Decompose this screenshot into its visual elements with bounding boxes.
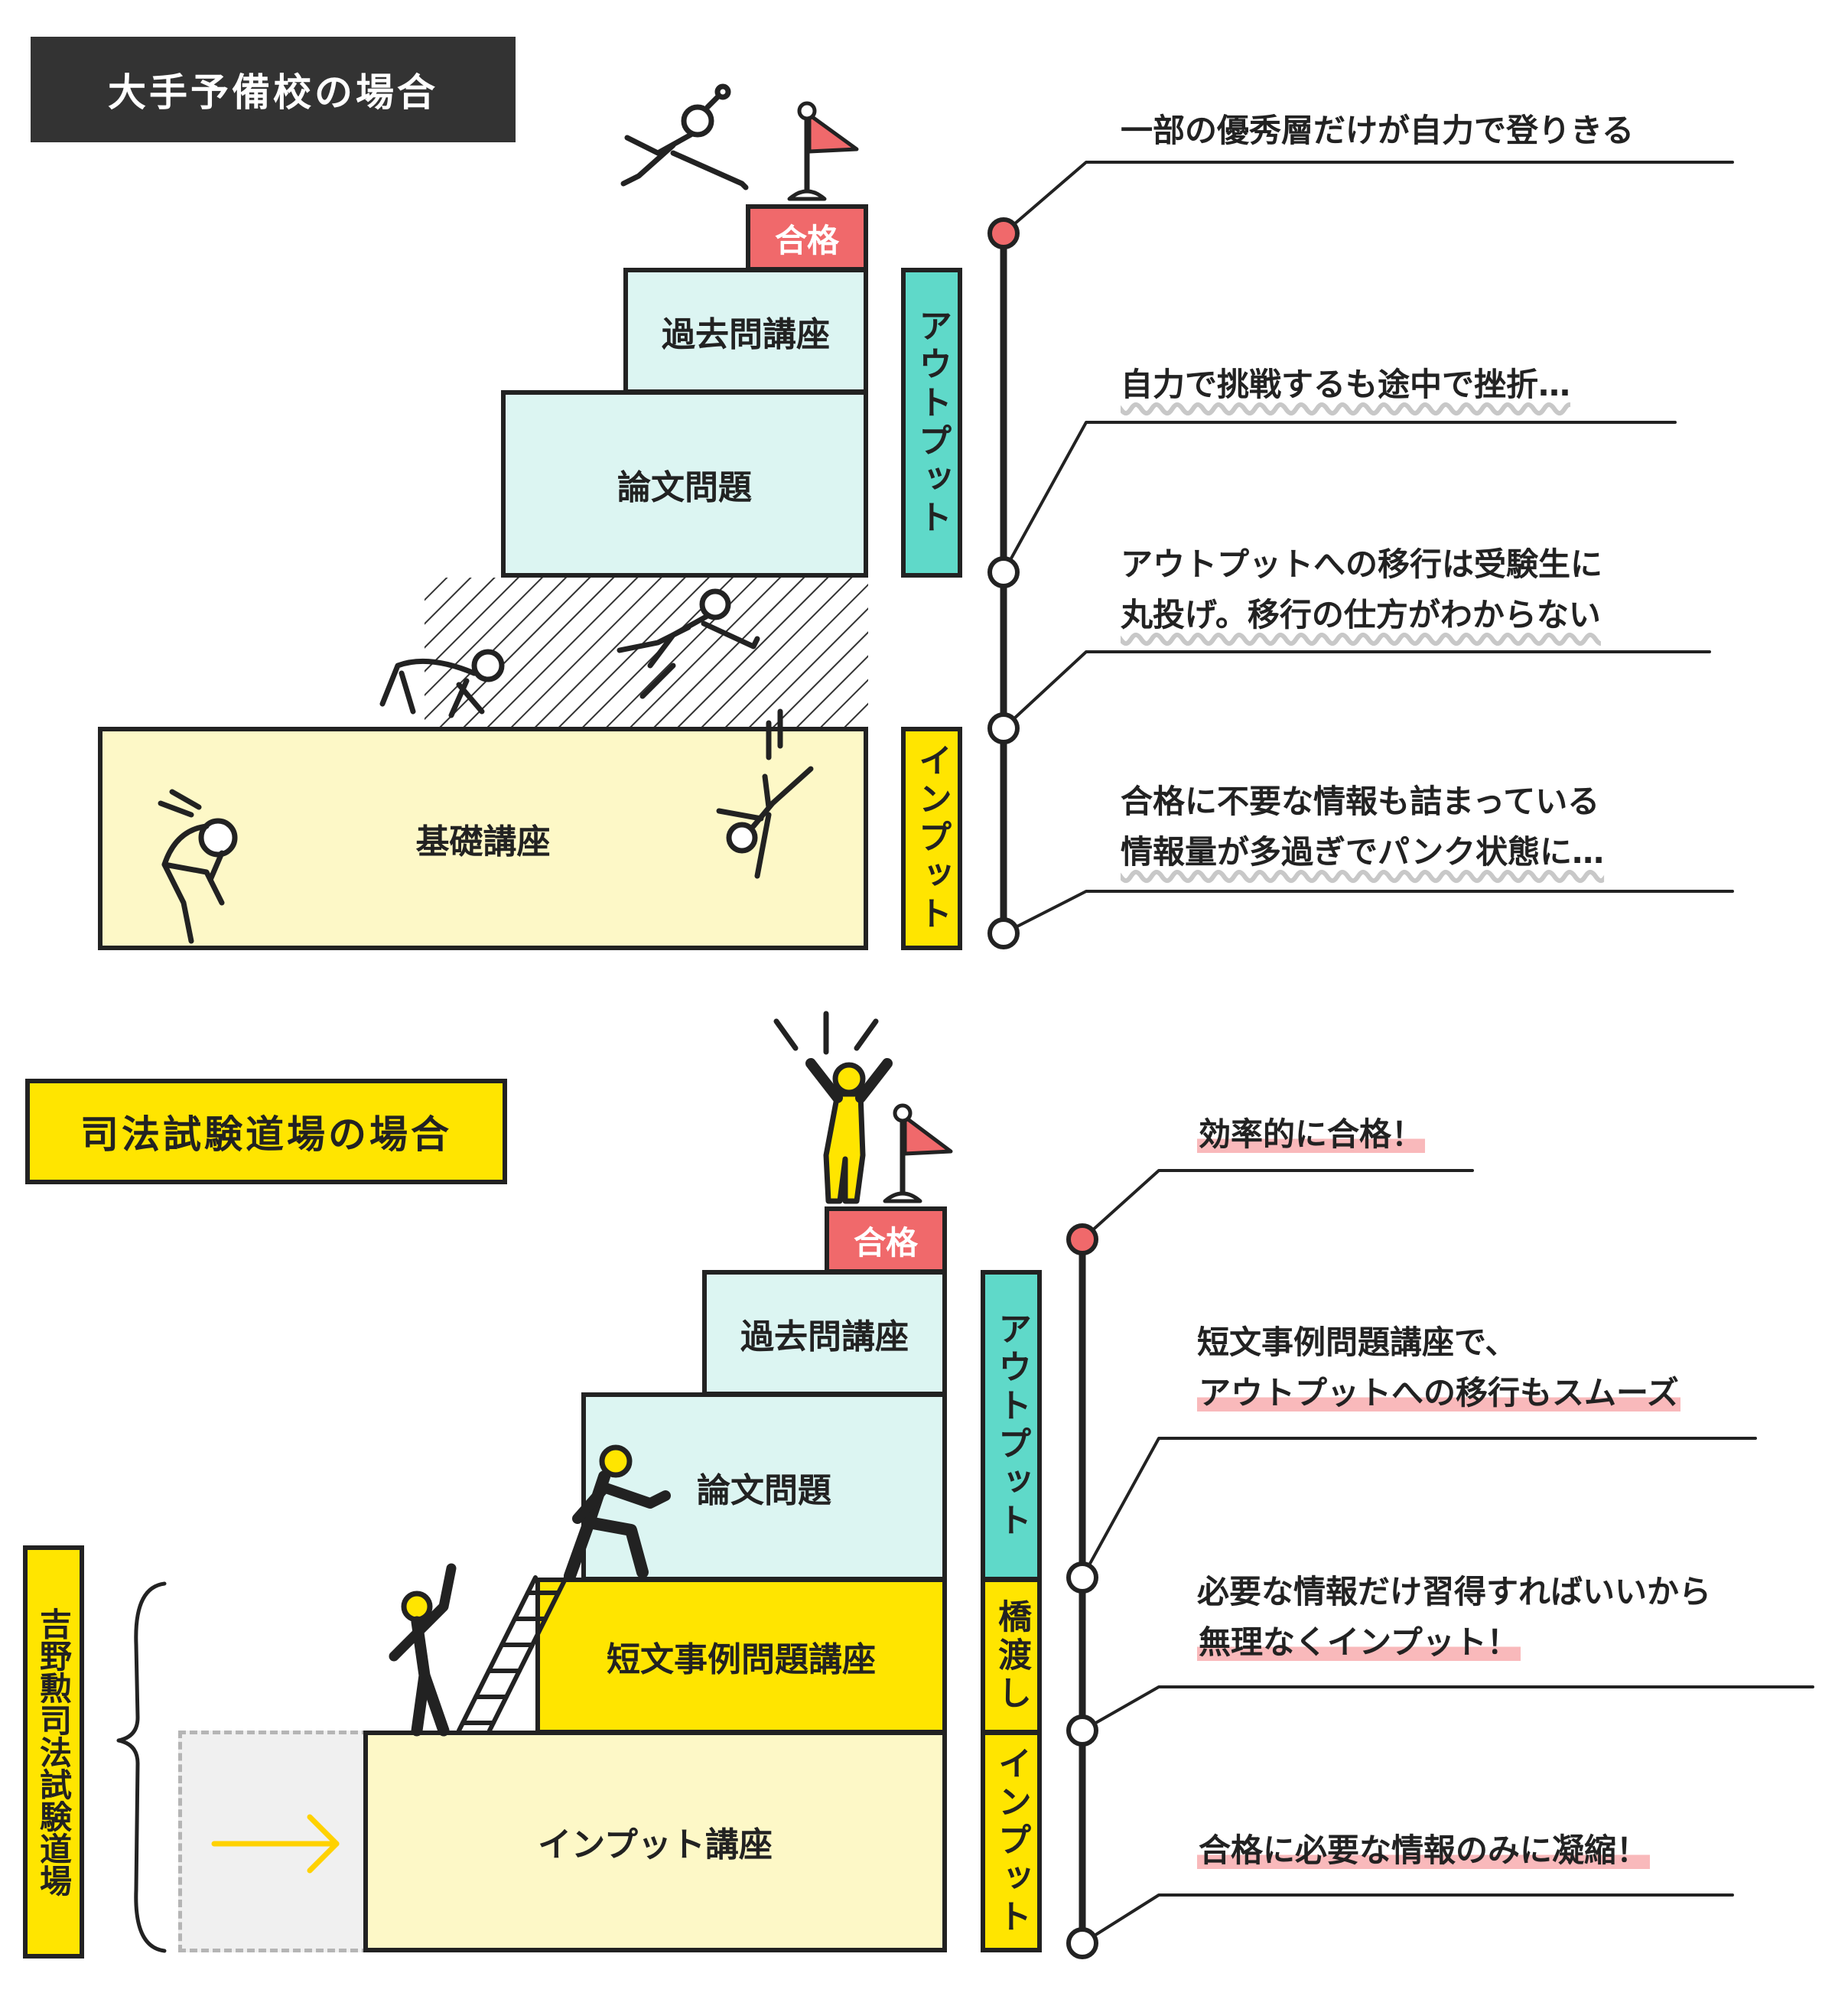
bottom-step-input: インプット講座	[363, 1731, 947, 1952]
top-annotation-3: アウトプットへの移行は受験生に 丸投げ。移行の仕方がわからない	[1121, 539, 1602, 640]
top-annotation-2: 自力で挑戦するも途中で挫折…	[1121, 360, 1570, 410]
top-node-4	[987, 917, 1020, 949]
bottom-annotation-1-text: 効率的に合格！	[1197, 1115, 1426, 1153]
bottom-phase-input-label: インプット	[992, 1746, 1031, 1937]
bottom-annotation-2-line2: アウトプットへの移行もスムーズ	[1197, 1374, 1680, 1412]
bottom-step-past-exams: 過去問講座	[702, 1270, 947, 1396]
top-pass-block: 合格	[746, 204, 868, 272]
top-annotation-4: 合格に不要な情報も詰まっている 情報量が多過ぎでパンク状態に…	[1121, 777, 1604, 878]
bottom-annotation-4: 合格に必要な情報のみに凝縮！	[1197, 1825, 1651, 1876]
bottom-step-essay-label: 論文問題	[697, 1470, 831, 1510]
bottom-annotation-2: 短文事例問題講座で、 アウトプットへの移行もスムーズ	[1197, 1317, 1680, 1418]
bottom-step-bridge: 短文事例問題講座	[535, 1578, 947, 1734]
top-phase-output: アウトプット	[901, 268, 962, 578]
section-title-bottom: 司法試験道場の場合	[25, 1079, 507, 1184]
top-annotation-2-text: 自力で挑戦するも途中で挫折…	[1121, 366, 1571, 403]
bottom-connector-2	[1081, 1437, 1757, 1579]
bottom-removed-area	[178, 1731, 369, 1952]
bottom-node-3	[1066, 1714, 1098, 1747]
top-annotation-1-text: 一部の優秀層だけが自力で登りきる	[1121, 112, 1635, 149]
bottom-connector-4	[1081, 1893, 1734, 1945]
top-node-2	[987, 556, 1020, 588]
bottom-flag-icon	[883, 1103, 953, 1203]
top-connector-3	[1002, 650, 1711, 730]
section-title-top-text: 大手予備校の場合	[108, 70, 438, 115]
top-phase-input: インプット	[901, 727, 962, 950]
bottom-phase-output-label: アウトプット	[992, 1311, 1031, 1541]
bottom-annotation-1: 効率的に合格！	[1197, 1109, 1426, 1160]
top-annotation-4-line2: 情報量が多過ぎでパンク状態に…	[1121, 833, 1605, 871]
top-pass-label: 合格	[774, 221, 839, 259]
top-connector-4	[1002, 890, 1734, 935]
top-node-pass	[987, 217, 1020, 249]
top-step-essay-label: 論文問題	[617, 467, 752, 507]
top-annotation-1: 一部の優秀層だけが自力で登りきる	[1121, 106, 1634, 156]
bottom-node-pass	[1066, 1223, 1098, 1255]
top-node-3	[987, 712, 1020, 744]
top-jumping-figure-icon	[620, 83, 749, 190]
top-annotation-3-line2: 丸投げ。移行の仕方がわからない	[1121, 596, 1601, 633]
bottom-annotation-2-line1: 短文事例問題講座で、	[1197, 1324, 1518, 1361]
bottom-phase-bridge-label: 橋渡し	[992, 1598, 1031, 1714]
top-step-past-exams-label: 過去問講座	[662, 314, 830, 354]
bottom-phase-bridge: 橋渡し	[981, 1578, 1042, 1734]
top-annotation-3-line1: アウトプットへの移行は受験生に	[1121, 545, 1603, 583]
bottom-connector-1	[1081, 1169, 1474, 1241]
top-step-past-exams: 過去問講座	[623, 268, 868, 394]
bottom-side-label-text: 吉野勲司法試験道場	[34, 1607, 73, 1897]
bottom-phase-output: アウトプット	[981, 1270, 1042, 1581]
top-crawling-figure-icon	[379, 649, 505, 718]
section-title-bottom-text: 司法試験道場の場合	[80, 1112, 452, 1157]
bottom-annotation-3-line2: 無理なくインプット！	[1197, 1623, 1521, 1661]
bottom-cheering-figure-icon	[773, 1011, 893, 1204]
bottom-step-essay: 論文問題	[581, 1392, 947, 1581]
top-phase-output-label: アウトプット	[913, 308, 952, 538]
bottom-step-past-exams-label: 過去問講座	[740, 1317, 909, 1356]
bottom-brace-icon	[116, 1581, 167, 1953]
top-step-basic: 基礎講座	[98, 727, 868, 950]
bottom-pass-block: 合格	[825, 1206, 947, 1274]
bottom-side-label: 吉野勲司法試験道場	[23, 1545, 84, 1959]
bottom-annotation-4-text: 合格に必要な情報のみに凝縮！	[1197, 1832, 1651, 1869]
bottom-connector-3	[1081, 1685, 1814, 1732]
bottom-node-4	[1066, 1927, 1098, 1959]
top-step-basic-label: 基礎講座	[415, 822, 551, 861]
bottom-step-bridge-label: 短文事例問題講座	[607, 1639, 876, 1679]
bottom-annotation-3-line1: 必要な情報だけ習得すればいいから	[1197, 1573, 1712, 1610]
bottom-node-2	[1066, 1561, 1098, 1594]
top-phase-input-label: インプット	[913, 743, 952, 934]
bottom-annotation-3: 必要な情報だけ習得すればいいから 無理なくインプット！	[1197, 1567, 1711, 1668]
bottom-reaching-figure-icon	[389, 1563, 457, 1737]
top-step-essay: 論文問題	[501, 390, 868, 578]
bottom-step-input-label: インプット講座	[538, 1825, 773, 1864]
section-title-top: 大手予備校の場合	[31, 37, 516, 142]
top-connector-1	[1002, 161, 1734, 235]
top-annotation-4-line1: 合格に不要な情報も詰まっている	[1121, 783, 1600, 820]
bottom-pass-label: 合格	[853, 1223, 918, 1262]
bottom-phase-input: インプット	[981, 1731, 1042, 1952]
top-flag-icon	[787, 101, 859, 201]
top-falling-figure-icon	[617, 588, 760, 699]
